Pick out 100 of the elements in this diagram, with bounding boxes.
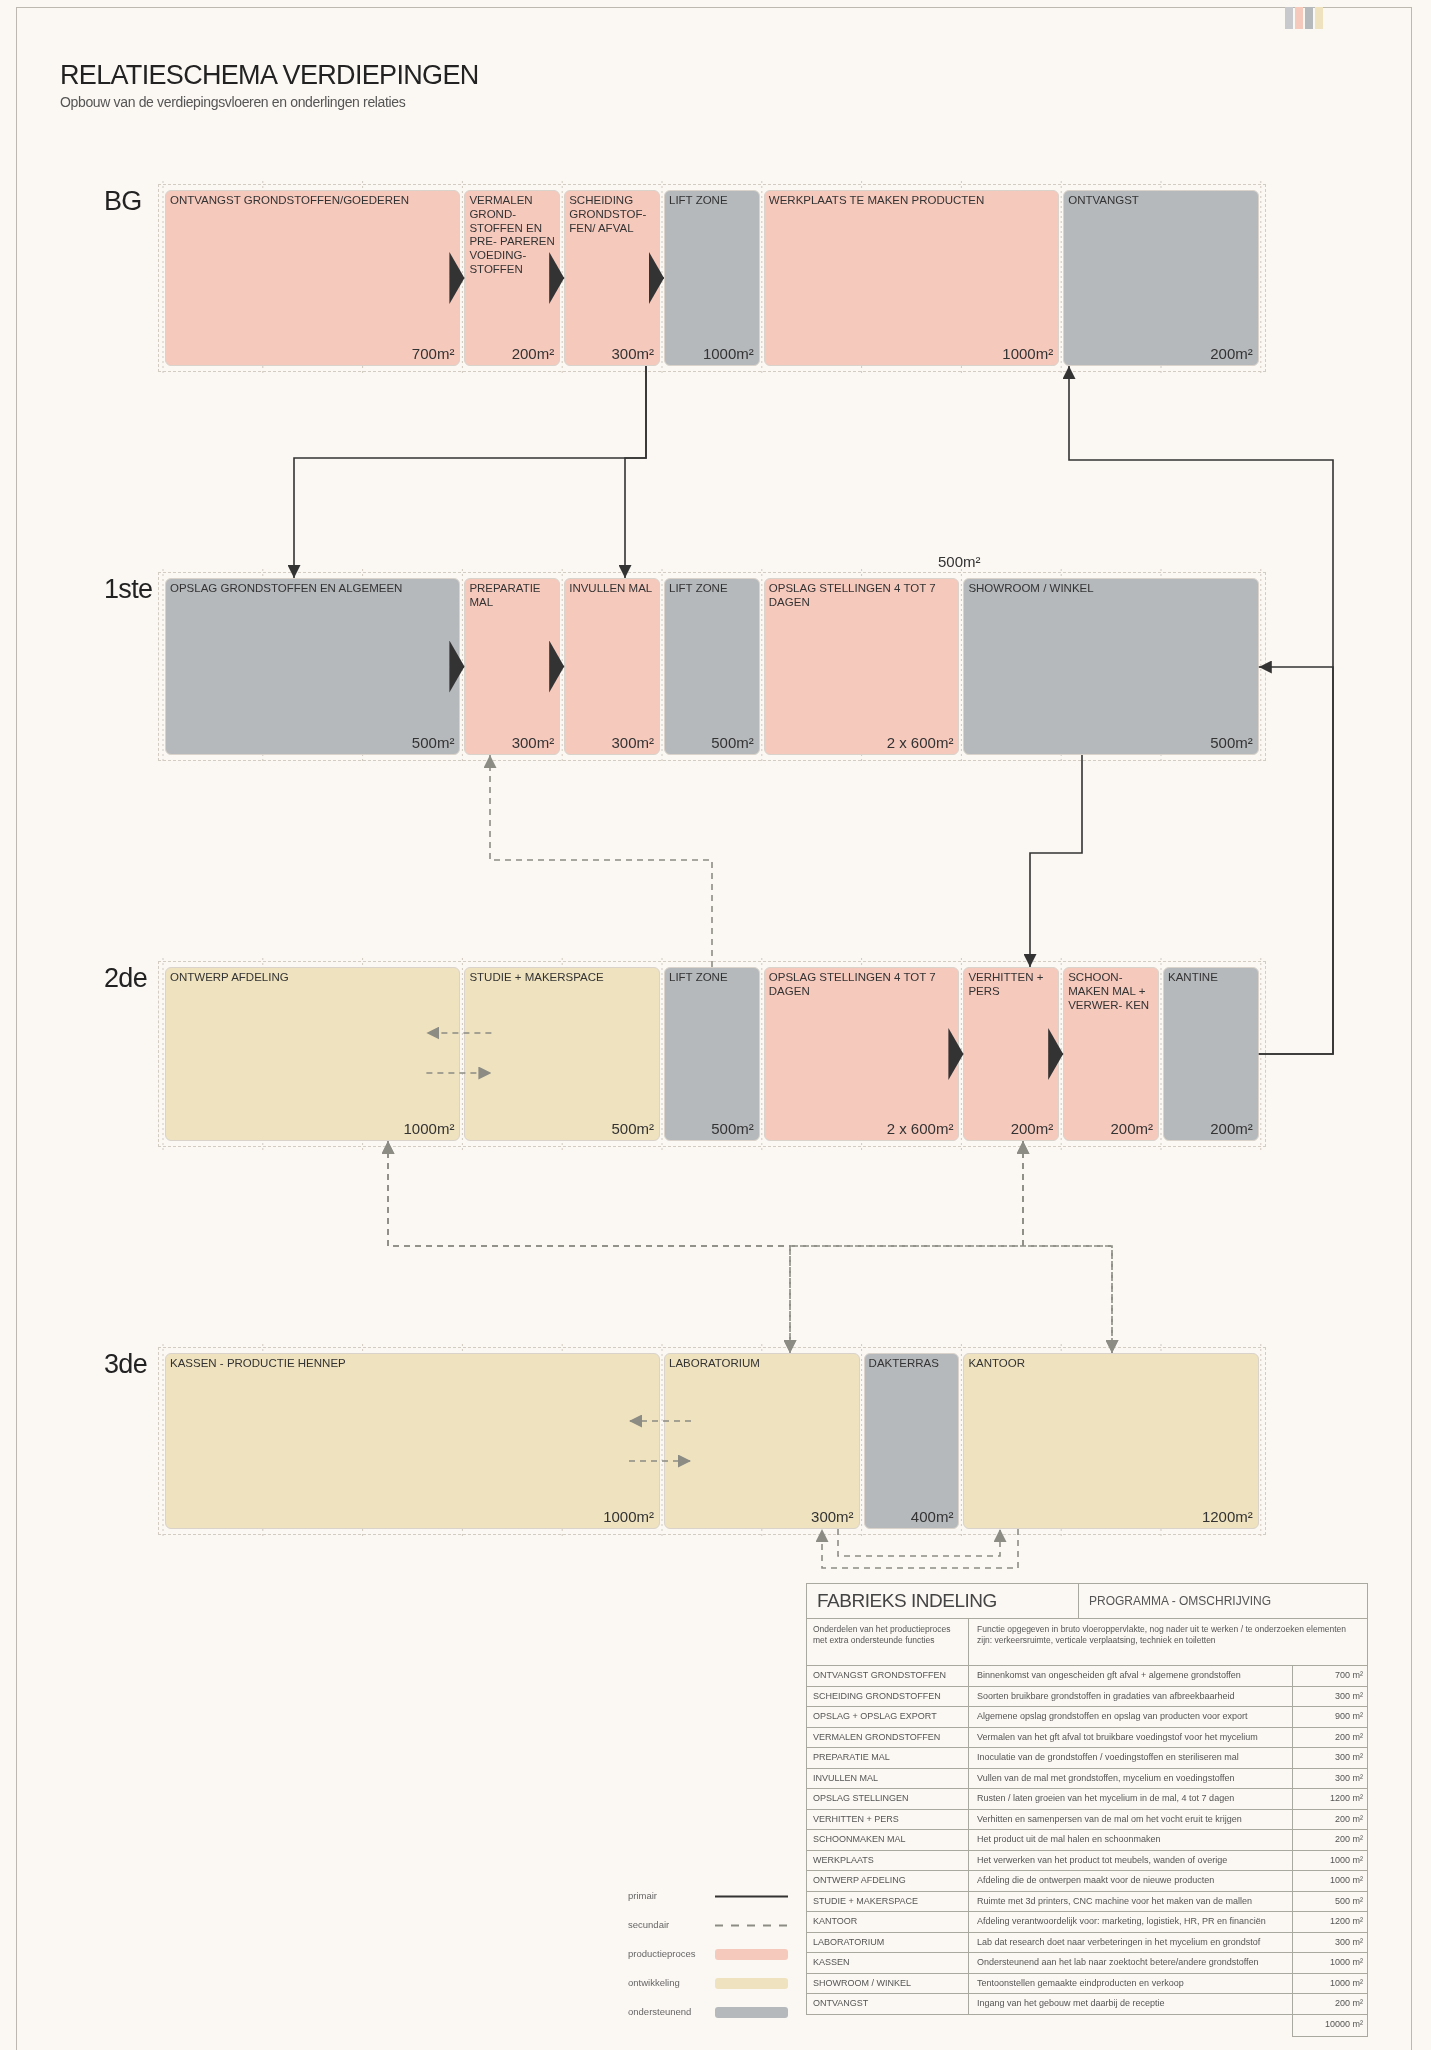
table-cell-text: Afdeling verantwoordelijk voor: marketing, logistiek, HR, PR en financiën [977, 1915, 1266, 1928]
room-block [763, 578, 960, 755]
room-name: VERMALEN GROND- STOFFEN EN PRE- PAREREN VOEDING- STOFFEN [468, 193, 556, 277]
dashed-arrow [815, 1528, 1019, 1569]
table-cell: VERMALEN GRONDSTOFFEN [813, 1730, 941, 1744]
room-block [1163, 967, 1259, 1141]
table-cell-text: Rusten / laten groeien van het mycelium in de mal, 4 tot 7 dagen [977, 1792, 1235, 1805]
area-label: 300m² [611, 735, 654, 750]
room-name: SHOWROOM / WINKEL [967, 581, 1095, 596]
connector-arrow [618, 365, 647, 579]
area-label: 1000m² [603, 1509, 654, 1524]
table-cell: 1000 m² [1329, 1976, 1363, 1990]
area-label: 200m² [1110, 1121, 1153, 1136]
room-block [664, 1353, 860, 1529]
room-name: SCHOON- MAKEN MAL + VERWER- KEN [1067, 970, 1151, 1013]
room-block [165, 1353, 660, 1529]
table-cell-text: ONTVANGST [813, 1997, 869, 2010]
room-block [564, 578, 660, 755]
dashed-arrow [1016, 1140, 1119, 1354]
table-cell-text: KASSEN [813, 1956, 850, 1969]
room-name: SCHEIDING GRONDSTOF- FEN/ AFVAL [568, 193, 648, 236]
table-cell-text: ONTWERP AFDELING [813, 1874, 906, 1887]
table-note: Onderdelen van het productieproces met extra ondersteunde functies [813, 1624, 952, 1647]
table-title: FABRIEKS INDELING [817, 1588, 997, 1613]
table-cell: 300 m² [1335, 1771, 1363, 1785]
table-cell-text: 200 m² [1335, 1833, 1363, 1846]
dashed-arrow [425, 1026, 493, 1040]
room-block [963, 967, 1060, 1141]
area-label: 200m² [1210, 1121, 1253, 1136]
flow-chevron [649, 252, 665, 304]
table-cell-text: Algemene opslag grondstoffen en opslag van producten voor export [977, 1710, 1248, 1723]
flow-chevron [449, 252, 466, 304]
room-block [464, 967, 660, 1141]
flow-chevron [549, 252, 565, 304]
legend-label: ondersteunend [628, 2004, 692, 2019]
room-block [1063, 967, 1159, 1141]
table-cell: INVULLEN MAL [813, 1771, 879, 1785]
table-cell: Vullen van de mal met grondstoffen, mycelium en voedingstoffen [977, 1771, 1235, 1785]
room-name: ONTVANGST [1067, 193, 1140, 208]
flow-chevron [1048, 1028, 1064, 1080]
room-name: ONTWERP AFDELING [169, 970, 290, 985]
area-label: 1000m² [1002, 346, 1054, 361]
room-name: INVULLEN MAL [568, 581, 654, 596]
area-label: 400m² [910, 1509, 954, 1524]
table-cell-text: 700 m² [1335, 1669, 1363, 1682]
dashed-arrow [628, 1414, 692, 1428]
legend-label: secundair [628, 1917, 670, 1932]
table-cell-text: 300 m² [1335, 1751, 1363, 1764]
room-block [165, 578, 461, 755]
area-label: 300m² [811, 1509, 854, 1524]
table-cell-text: ONTVANGST GRONDSTOFFEN [813, 1669, 946, 1682]
area-label: 500m² [711, 1121, 754, 1136]
room-block [863, 1353, 960, 1529]
table-cell: Tentoonstellen gemaakte eindproducten en verkoop [977, 1976, 1184, 1990]
connector-arrow [1023, 754, 1083, 968]
table-cell-text: 1200 m² [1329, 1792, 1363, 1805]
room-name: STUDIE + MAKERSPACE [468, 970, 605, 985]
legend-label: ontwikkeling [628, 1975, 680, 1990]
table-cell-text: Afdeling die de ontwerpen maakt voor de nieuwe producten [977, 1874, 1215, 1887]
table-cell-text: Binnenkomst van ongescheiden gft afval + algemene grondstoffen [977, 1669, 1241, 1682]
area-label: 2 x 600m² [886, 735, 954, 750]
legend-label: primair [628, 1888, 658, 1903]
room-name: DAKTERRAS [867, 1356, 940, 1371]
title: RELATIESCHEMA VERDIEPINGEN [60, 62, 479, 89]
room-name: LABORATORIUM [668, 1356, 761, 1371]
room-block [464, 578, 561, 755]
table-cell-text: 1000 m² [1329, 1956, 1363, 1969]
table-note: Functie opgegeven in bruto vloeroppervlakte, nog nader uit te werken / te onderzoeken elementen zijn: verkeersruimte, verticale verplaatsing, techniek en toiletten [977, 1624, 1348, 1647]
room-block [763, 967, 960, 1141]
table-cell-text: 900 m² [1335, 1710, 1363, 1723]
table-cell-text: 200 m² [1335, 1997, 1363, 2010]
table-cell: Vermalen van het gft afval tot bruikbare voedingstof voor het mycelium [977, 1730, 1258, 1744]
table-cell: SCHEIDING GRONDSTOFFEN [813, 1689, 941, 1703]
area-label: 1000m² [403, 1121, 455, 1136]
table-cell-text: 1200 m² [1329, 1915, 1363, 1928]
table-cell: WERKPLAATS [813, 1853, 874, 1867]
floor-label: 3de [104, 1351, 148, 1378]
room-name: OPSLAG STELLINGEN 4 TOT 7 DAGEN [767, 581, 937, 610]
dashed-arrow [425, 1066, 493, 1080]
room-block [464, 190, 561, 366]
table-cell: Lab dat research doet naar verbeteringen in het mycelium en grondstof [977, 1935, 1261, 1949]
table-cell: STUDIE + MAKERSPACE [813, 1894, 919, 1908]
area-label: 500m² [1210, 735, 1253, 750]
area-label: 2 x 600m² [886, 1121, 954, 1136]
room-block [1063, 190, 1259, 366]
table-cell: SHOWROOM / WINKEL [813, 1976, 911, 1990]
table-cell: 300 m² [1335, 1935, 1363, 1949]
room-name: WERKPLAATS TE MAKEN PRODUCTEN [767, 193, 986, 208]
floor-label: 2de [104, 965, 148, 992]
table-cell-text: PREPARATIE MAL [813, 1751, 890, 1764]
room-name: KANTINE [1167, 970, 1219, 985]
table-cell: 10000 m² [1324, 2018, 1363, 2032]
room-block [664, 967, 760, 1141]
area-label: 1000m² [702, 346, 754, 361]
dashed-arrow [483, 754, 713, 968]
room-name: VERHITTEN + PERS [967, 970, 1045, 999]
table-cell-text: OPSLAG STELLINGEN [813, 1792, 909, 1805]
room-name: KASSEN - PRODUCTIE HENNEP [169, 1356, 347, 1371]
table-cell: LABORATORIUM [813, 1935, 885, 1949]
area-label: 200m² [1010, 1121, 1054, 1136]
